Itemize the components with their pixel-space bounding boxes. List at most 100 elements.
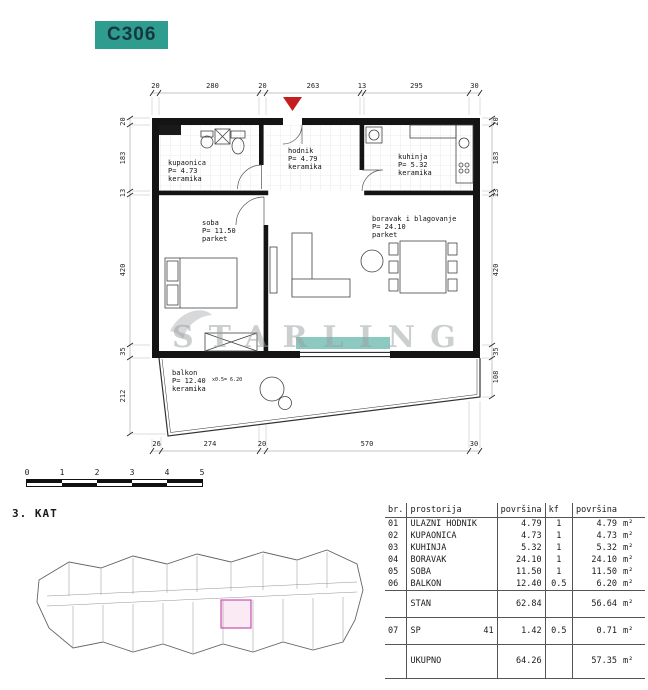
cell-result: 4.79 [572,517,620,530]
dim-label: 20 [119,117,127,125]
room-floor-kuhinja: keramika [398,169,432,177]
cell-br: 03 [388,542,399,553]
room-floor-kupaonica: keramika [168,175,202,183]
dim-label: 295 [410,82,423,90]
dim-label: 420 [119,264,127,277]
room-floor-balkon: keramika [172,385,206,393]
cell-area: 1.42 [496,617,546,645]
room-floor-boravak: parket [372,231,397,239]
cell-kf: 1 [544,517,573,530]
dim-label: 20 [258,440,266,448]
dim-label: 30 [470,82,478,90]
floor-plan-drawing: 20 280 20 263 13 295 30 20 183 13 420 35… [119,82,500,455]
room-area-balkon: P= 12.40 [172,377,206,385]
table-row: 01 ULAZNI HODNIK 4.79 1 4.79 m² [385,517,645,530]
dim-label: 420 [492,264,500,277]
area-table: br. prostorija površina kf površina 01 U… [385,503,645,679]
cell-result: 4.73 [572,530,620,542]
cell-area: 4.73 [496,530,546,542]
site-plan-partitions [68,552,344,653]
balcony-outline [158,357,481,437]
room-label-soba: soba [202,219,219,227]
dim-label: 20 [151,82,159,90]
room-label-kuhinja: kuhinja [398,153,428,161]
room-area-kuhinja: P= 5.32 [398,161,428,169]
scale-label: 3 [129,468,135,477]
scale-bar-labels: 0 1 2 3 4 5 [24,468,216,479]
dim-label: 274 [204,440,217,448]
dim-label: 183 [492,152,500,165]
dim-label: 20 [258,82,266,90]
cell-area: 11.50 [496,566,546,578]
cell-br: 06 [385,578,407,591]
cell-unit: m² [622,542,634,553]
scale-label: 2 [94,468,100,477]
furniture-living [269,232,458,298]
room-label-hodnik: hodnik [288,147,314,155]
scale-label: 4 [164,468,170,477]
room-note-balkon: x0.5= 6.20 [212,377,242,383]
dim-label: 20 [492,117,500,125]
cell-result: 24.10 [572,554,620,566]
cell-br: 05 [388,566,399,577]
cell-br: 02 [388,530,399,541]
cell-result: 5.32 [572,542,620,554]
cell-result: 6.20 [572,578,620,591]
watermark-bar [296,337,390,349]
unit-badge: C306 [95,21,169,49]
header-povrsina-2: površina [572,503,620,518]
cell-unit: m² [619,617,645,645]
dim-label: 35 [492,347,500,355]
furniture-bedroom [164,257,258,352]
room-area-soba: P= 11.50 [202,227,236,235]
cell-br [385,590,407,618]
cell-result: 11.50 [572,566,620,578]
cell-kf [544,644,573,679]
table-row: 04 BORAVAK 24.10 1 24.10 m² [385,554,645,566]
furniture-kitchen [365,124,474,184]
cell-area: 12.40 [496,578,546,591]
cell-br: 01 [388,518,399,529]
table-row: 03 KUHINJA 5.32 1 5.32 m² [385,542,645,554]
cell-unit: m² [622,530,634,541]
cell-unit: m² [622,554,634,565]
cell-kf: 1 [544,542,573,554]
scale-label: 1 [59,468,65,477]
dim-label: 13 [358,82,366,90]
cell-unit: m² [622,518,634,529]
dimension-lines [126,89,496,455]
dim-label: 570 [361,440,374,448]
cell-name: BALKON [406,578,498,591]
cell-area: 64.26 [496,644,546,679]
dim-label: 26 [152,440,160,448]
cell-br: 07 [385,617,407,645]
table-row: 05 SOBA 11.50 1 11.50 m² [385,566,645,578]
area-table-wrap: br. prostorija površina kf površina 01 U… [385,503,645,679]
dim-label: 263 [307,82,320,90]
cell-result: 0.71 [572,617,620,645]
room-label-balkon: balkon [172,369,197,377]
outer-walls [152,118,480,358]
room-area-kupaonica: P= 4.73 [168,167,198,175]
room-area-boravak: P= 24.10 [372,223,406,231]
room-area-hodnik: P= 4.79 [288,155,318,163]
scale-label: 0 [24,468,30,477]
header-unit [619,503,645,518]
cell-area: 5.32 [496,542,546,554]
scale-bar: 0 1 2 3 4 5 [24,468,216,487]
sp-number: 41 [483,625,494,636]
cell-name: BORAVAK [406,554,498,566]
dim-label: 212 [119,390,127,403]
table-header-row: br. prostorija površina kf površina [385,503,645,518]
cell-unit: m² [619,590,645,618]
scale-label: 5 [199,468,205,477]
interior-walls [159,125,480,358]
dim-label: 30 [470,440,478,448]
cell-name: SOBA [406,566,498,578]
watermark-bird-icon [170,310,212,339]
room-floor-soba: parket [202,235,227,243]
cell-name: STAN [406,590,498,618]
floor-label: 3. KAT [12,507,58,520]
